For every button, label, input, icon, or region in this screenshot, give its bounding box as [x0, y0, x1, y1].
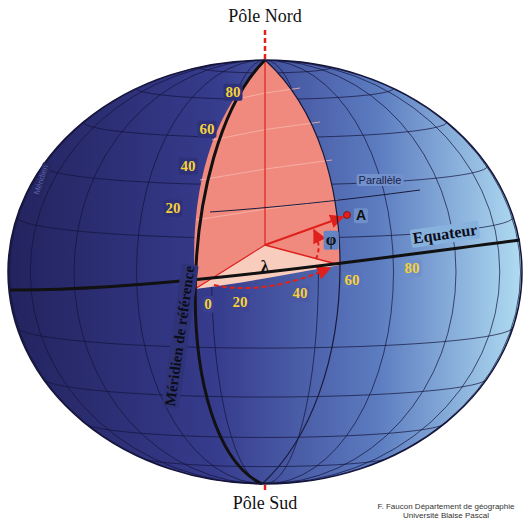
pole-label: Pôle Nord	[228, 7, 302, 27]
reference-meridian-label: Méridien de référence	[162, 263, 199, 409]
angle-label: φ	[324, 231, 339, 250]
longitude-number: 0	[202, 296, 214, 313]
parallel-label: Parallèle	[357, 174, 404, 186]
meridian-line	[137, 60, 394, 484]
meridian-line	[30, 60, 500, 484]
meridian-line	[74, 60, 456, 484]
latitude-number: 40	[179, 158, 198, 175]
longitude-number: 20	[231, 294, 250, 311]
meridian-label: Méridien	[32, 162, 51, 198]
parallel-line	[137, 456, 394, 467]
equator-line	[10, 240, 520, 290]
wedge-lines	[196, 88, 338, 220]
credit-text: F. Faucon Département de géographie	[378, 503, 515, 512]
pole-label: Pôle Sud	[233, 494, 298, 514]
axis-north	[264, 30, 267, 59]
longitude-number: 80	[403, 260, 422, 277]
latitude-number: 60	[198, 121, 217, 138]
globe-outline	[8, 60, 522, 484]
angle-label: λ	[261, 258, 269, 277]
credit-text: Université Blaise Pascal	[403, 511, 489, 520]
longitude-number: 40	[291, 285, 310, 302]
latitude-arc	[314, 230, 319, 259]
parallel-line	[210, 190, 420, 212]
graticule	[9, 60, 520, 484]
latitude-number: 20	[164, 200, 183, 217]
globe-body	[8, 60, 522, 484]
radius-line	[195, 245, 265, 289]
parallel-line	[17, 327, 513, 348]
axis-south	[264, 485, 267, 492]
polar-axis	[264, 62, 265, 245]
meridian-line	[9, 60, 520, 484]
point-label: A	[354, 208, 368, 223]
equator-label: Equateur	[410, 220, 481, 247]
longitude-number: 60	[343, 272, 362, 289]
longitude-wedge	[194, 60, 340, 289]
point-a	[344, 212, 351, 219]
latitude-number: 80	[224, 84, 243, 101]
